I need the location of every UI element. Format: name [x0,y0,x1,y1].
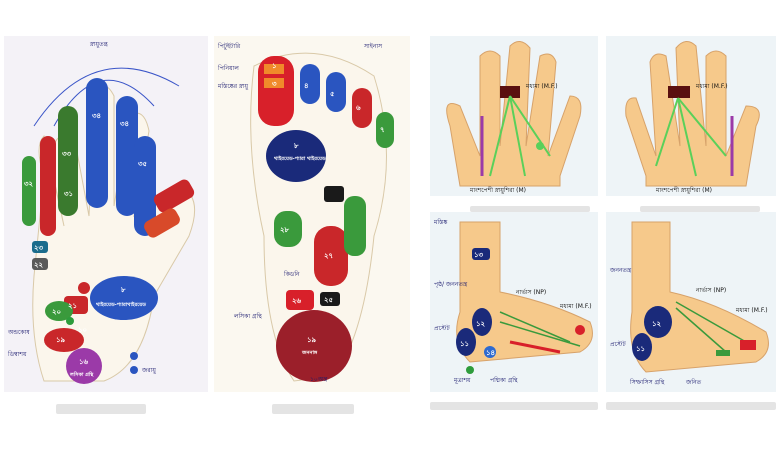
hand-reflex-chart: ৮ থাইরয়েড-প্যারাথাইরয়েড স্নায়ুতন্ত্র … [4,36,208,392]
caption-3 [470,206,590,212]
foot-left-number-1: ১৩ [474,251,484,259]
foot-middle-number-3: ২৬ [292,297,302,305]
hand-finger-label-5: ৩১ [64,190,73,198]
hand-side-label-1: ২৩ [34,244,44,252]
foot-left-label-5: পদ্মিকা গ্রন্থি [490,377,518,384]
foot-middle-number-4: ২৫ [324,296,334,304]
hand-side-label-2: ২২ [34,261,44,269]
foot-toe-number-3: ৪ [304,82,309,90]
foot-top-label-4: সাইনাস [363,43,383,50]
hand-side-label-4: ২০ [52,308,61,316]
foot-panel-left: ১৩ ১২ ১১ ১৪ মস্তিষ্ক পৃষ্ঠ/ জননতন্ত্র প্… [430,212,598,392]
foot-left-label-4: মূত্রাশয় [453,377,471,384]
foot-toe-number-4: ৫ [330,90,335,98]
hand-panel-right-bottom: মাংশপেশী স্নায়ুশিরা (M) [655,186,712,194]
hand-panel-left-tag: মধ্যমা (M.F.) [525,83,558,90]
hand-panel-left: মধ্যমা (M.F.) মাংশপেশী স্নায়ুশিরা (M) [430,36,598,196]
foot-right-number-1: ১২ [652,320,662,328]
foot-right-number-2: ১১ [636,345,645,353]
foot-heel-text: জননাঙ্গ [301,350,318,356]
foot-heel-number: ১৯ [307,336,317,344]
foot-left-number-4: ১৪ [486,349,495,357]
foot-right-label-1: জননতন্ত্র [609,267,632,274]
foot-left-tag-1: নার্ভাস (NP) [515,289,546,296]
foot-top-label-3: মস্তিষ্কের স্নায়ু [217,83,249,90]
foot-left-number-2: ১২ [476,320,486,328]
hand-bottom-label-4: লসিকা গ্রন্থি [69,371,94,378]
caption-2 [272,404,354,414]
foot-right-tag-2: মধ্যমা (M.F.) [735,307,768,314]
foot-zone-8-number: ৮ [293,142,299,150]
foot-bottom-number: ১০ [310,376,318,383]
foot-right-tag-1: নার্ভাস (NP) [695,287,726,294]
foot-toe-number-1: ১ [272,62,277,70]
foot-left-label-2: পৃষ্ঠ/ জননতন্ত্র [434,280,468,288]
foot-reflex-chart: ৮ থাইরয়েড-প্যারা থাইরয়েড ১৯ জননাঙ্গ ১০… [214,36,410,392]
hand-bottom-label-1: অন্ডকোষ [7,329,30,336]
hand-zone-8-text: থাইরয়েড-প্যারাথাইরয়েড [96,301,146,308]
foot-kidney-label: কিডনি [283,271,300,278]
hand-panel-right: মধ্যমা (M.F.) মাংশপেশী স্নায়ুশিরা (M) [606,36,776,196]
hand-panel-right-tag: মধ্যমা (M.F.) [695,83,728,90]
foot-left-label-3: প্রস্টেট [434,324,450,332]
hand-side-label-5: ১৯ [56,336,66,344]
hand-side-label-6: ১০ [78,326,87,334]
hand-finger-label-3: ৩৪ [120,120,129,128]
caption-4 [640,206,760,212]
hand-side-label-3: ২১ [68,302,77,310]
hand-bottom-label-5: জরায়ু [141,367,157,374]
foot-top-label-2: পিনিয়াল [217,65,239,72]
hand-zone-8-number: ৮ [120,286,126,294]
hand-panel-left-bottom: মাংশপেশী স্নায়ুশিরা (M) [469,186,526,194]
foot-zone-8-text: থাইরয়েড-প্যারা থাইরয়েড [274,155,326,162]
foot-toe-number-2: ৩ [272,80,277,88]
hand-finger-label-1: ৩৩ [62,150,72,158]
hand-bottom-label-2: ডিম্বাশয় [7,351,27,358]
foot-toe-number-5: ৬ [356,104,361,112]
foot-right-label-2: প্রস্টেট [610,340,626,348]
foot-right-label-4: জনিত [685,379,702,386]
hand-finger-label-2: ৩৪ [92,112,101,120]
foot-middle-number-1: ২৮ [280,226,290,234]
foot-panel-right: ১২ ১১ জননতন্ত্র প্রস্টেট সিম্ফাসিস গ্রন্… [606,212,776,392]
foot-middle-number-2: ২৭ [324,252,333,260]
hand-top-label: স্নায়ুতন্ত্র [89,41,109,48]
foot-left-label-1: মস্তিষ্ক [433,219,448,226]
foot-left-number-3: ১১ [460,340,469,348]
caption-1 [56,404,146,414]
foot-bottom-text: অন্ত্র [317,376,328,383]
foot-left-tag-2: মধ্যমা (M.F.) [559,303,592,310]
hand-finger-label-4: ৩৫ [138,160,148,168]
foot-right-label-3: সিম্ফাসিস গ্রন্থি [629,379,665,386]
hand-bottom-label-3: ১৬ [79,358,89,366]
caption-6 [606,402,776,410]
foot-lymph-label: লসিকা গ্রন্থি [233,313,262,320]
foot-top-label-1: পিটুইটারি [217,42,241,50]
foot-toe-number-6: ৭ [380,126,385,134]
caption-5 [430,402,598,410]
hand-finger-label-6: ৩২ [24,180,34,188]
